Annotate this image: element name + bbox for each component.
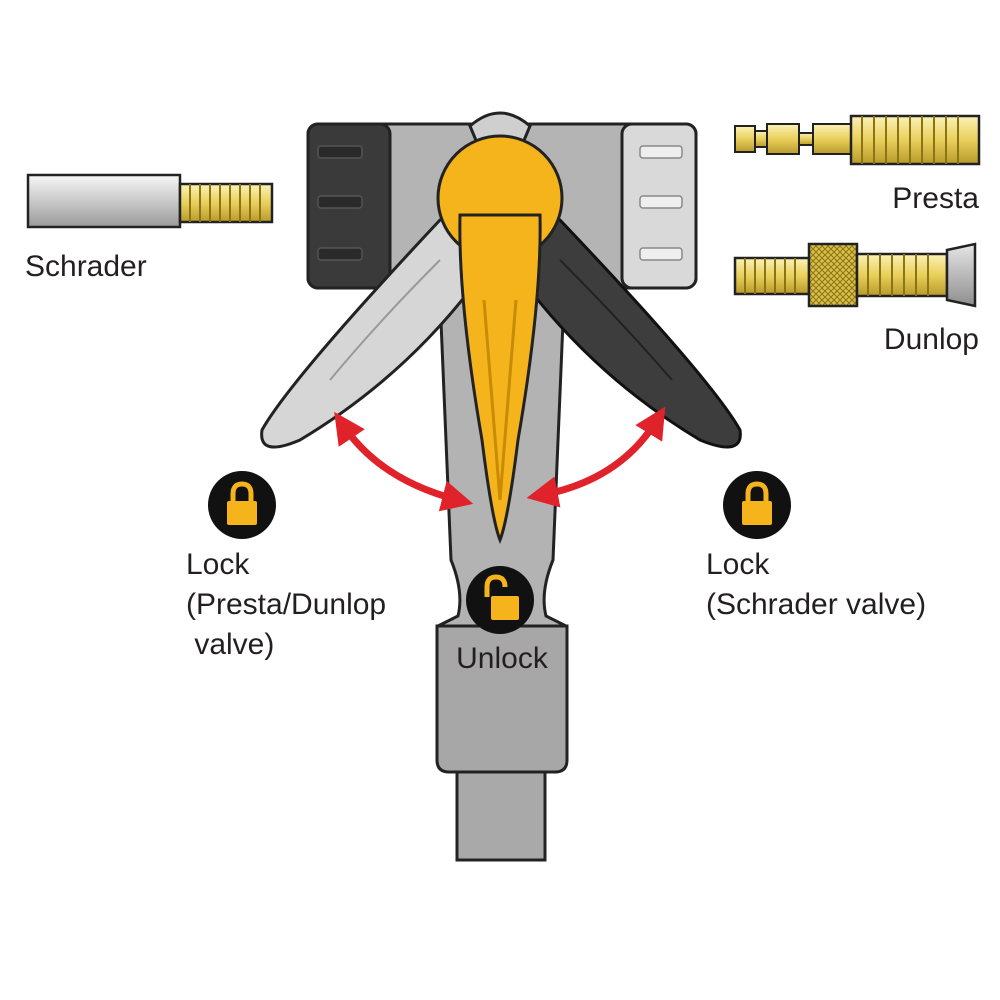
lock-left-label-line1: Lock	[186, 548, 250, 581]
lock-left-label-line2: (Presta/Dunlop	[186, 588, 386, 621]
lever-left-position	[260, 207, 472, 449]
schrader-label: Schrader	[25, 250, 147, 283]
padlock-closed-icon	[208, 471, 276, 539]
lock-right-label-line2: (Schrader valve)	[706, 588, 926, 621]
hose	[455, 768, 547, 862]
presta-valve-illustration	[734, 114, 981, 166]
padlock-open-icon	[466, 566, 534, 634]
lever-right-position	[528, 207, 742, 449]
presta-label: Presta	[892, 182, 979, 215]
dunlop-valve-illustration	[733, 242, 977, 308]
lock-right-label-line1: Lock	[706, 548, 770, 581]
lever-unlock-position	[436, 134, 564, 545]
lock-left-label-line3: valve)	[186, 628, 274, 661]
arrow-right	[526, 406, 666, 508]
schrader-valve-illustration	[26, 173, 274, 229]
pump-collar	[435, 624, 569, 774]
dunlop-label: Dunlop	[884, 323, 979, 356]
arrow-left	[334, 411, 474, 512]
padlock-closed-icon	[723, 471, 791, 539]
unlock-label: Unlock	[456, 642, 549, 675]
